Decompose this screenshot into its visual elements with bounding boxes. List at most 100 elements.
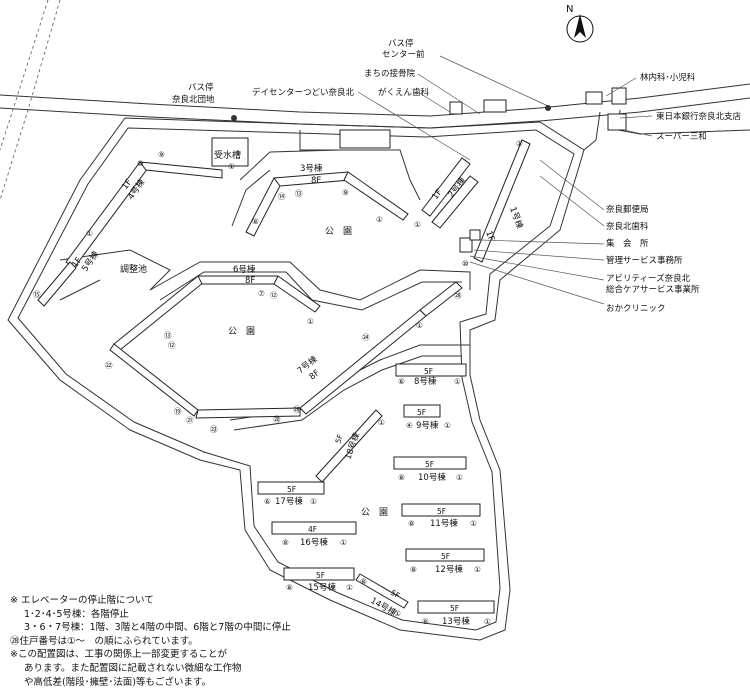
building-3-west <box>245 177 283 237</box>
building-12 <box>405 548 485 562</box>
label-bus-stop-danchi: バス停 奈良北団地 <box>172 82 216 105</box>
building-7-tail <box>419 281 463 317</box>
facility-rect-a <box>459 237 473 253</box>
note-line: 3・6・7号棟：1階、3階と4階の中間、6階と7階の中間に停止 <box>24 622 291 634</box>
unit-number: ① <box>516 139 523 148</box>
building-6-west <box>113 275 205 351</box>
unit-number: ⑩ <box>462 259 469 268</box>
top-labels: バス停 奈良北団地 デイセンターつどい奈良北 バス停 センター前 まちの接骨院 … <box>172 38 742 142</box>
label-building-11-floor: 5F <box>437 507 446 516</box>
unit-number: ㉘ <box>454 291 462 300</box>
label-post-office: 奈良郵便局 <box>606 204 649 215</box>
building-4-wing <box>138 161 223 179</box>
building-5 <box>37 261 77 307</box>
unit-number: ① <box>414 220 421 229</box>
unit-number: ① <box>474 565 481 574</box>
building-7-mid <box>195 407 301 419</box>
label-building-14-floor: 5F <box>389 588 401 600</box>
unit-number: ⑫ <box>270 291 278 300</box>
building-6-top <box>197 275 279 285</box>
building-13 <box>417 600 495 614</box>
unit-number: ① <box>444 421 451 430</box>
note-line: 1･2･4･5号棟：各階停止 <box>24 608 129 620</box>
note-line: ※ エレベーターの停止階について <box>10 595 154 606</box>
label-building-8-floor: 5F <box>424 367 433 376</box>
unit-number: ㉓ <box>210 425 218 434</box>
unit-number-markers: ① ⑨ ⑩ ① ⑮ ⑭ ⑬ ⑨ ① ⑧ ⑦ ⑫ ① ⑬ ⑫ ㉒ ⑲ ㉑ ㉓ ⑳ … <box>33 139 523 626</box>
building-3-east <box>343 171 409 221</box>
note-line: ※この配置図は、工事の関係上一部変更することが <box>10 649 227 661</box>
label-building-6: 6号棟 <box>233 264 256 275</box>
label-management-office: 管理サービス事務所 <box>606 255 683 266</box>
water-tank-block <box>211 137 249 167</box>
unit-number: ⑥ <box>398 377 405 386</box>
offsite-d <box>611 87 627 105</box>
unit-number: ⑩ <box>137 159 144 168</box>
label-building-9-floor: 5F <box>417 408 426 417</box>
unit-number: ㉑ <box>186 416 194 425</box>
label-building-17: 17号棟 <box>275 496 303 507</box>
building-14 <box>355 573 409 609</box>
label-building-11: 11号棟 <box>430 518 458 529</box>
unit-number: ④ <box>406 421 413 430</box>
buildings-layer <box>37 87 627 614</box>
label-building-10-floor: 5F <box>425 460 434 469</box>
building-2-lower <box>431 175 479 229</box>
unit-number: ⑧ <box>410 565 417 574</box>
facility-labels: 受水槽 調整池 公 園 公 園 公 園 <box>120 149 388 518</box>
unit-number: ① <box>340 538 347 547</box>
label-building-1-floor: 1F <box>483 230 496 243</box>
label-building-15: 15号棟 <box>308 582 336 593</box>
unit-number: ① <box>228 162 235 171</box>
label-water-tank: 受水槽 <box>214 149 241 161</box>
building-1 <box>473 139 531 263</box>
label-building-13: 13号棟 <box>442 616 470 627</box>
bus-stop-icon <box>231 115 237 121</box>
unit-number: ① <box>454 377 461 386</box>
facility-rect-b <box>469 229 481 241</box>
unit-number: ① <box>307 317 314 326</box>
label-building-6-floor: 8F <box>245 276 255 286</box>
offsite-e <box>607 113 627 131</box>
label-building-10: 10号棟 <box>418 472 446 483</box>
building-2 <box>421 157 471 217</box>
unit-number: ⑧ <box>286 583 293 592</box>
note-line: や高低差(階段･擁壁･法面)等もございます。 <box>24 676 211 688</box>
right-labels: 奈良郵便局 奈良北歯科 集 会 所 管理サービス事務所 アビリティーズ奈良北 総… <box>606 204 700 314</box>
offsite-c <box>585 91 603 105</box>
label-park-lower: 公 園 <box>361 507 388 518</box>
unit-number: ① <box>310 497 317 506</box>
label-pediatrics: 林内科･小児科 <box>640 72 696 83</box>
label-dental-gakuen: がくえん歯科 <box>378 87 430 98</box>
unit-number: ㉒ <box>105 361 113 370</box>
label-clinic: おかクリニック <box>606 304 666 314</box>
unit-number: ① <box>394 609 401 618</box>
unit-number: ⑨ <box>158 150 165 159</box>
label-bus-stop-center: バス停 センター前 <box>382 38 425 60</box>
unit-number: ① <box>378 418 385 427</box>
bus-stop-icon <box>545 105 551 111</box>
unit-number: ① <box>376 215 383 224</box>
label-building-7-floor: 8F <box>308 368 322 382</box>
label-nara-kita-dental: 奈良北歯科 <box>606 221 649 232</box>
unit-number: ⑧ <box>282 538 289 547</box>
label-building-16-floor: 4F <box>308 525 317 534</box>
unit-number: ① <box>346 583 353 592</box>
label-building-3-floor: 8F <box>311 176 321 186</box>
label-building-9: 9号棟 <box>416 420 439 431</box>
roads <box>0 0 750 641</box>
note-line: ㉘住戸番号は①～ の順にふられています。 <box>10 635 198 647</box>
building-8 <box>395 363 467 377</box>
unit-number: ① <box>470 519 477 528</box>
unit-number: ⑦ <box>258 289 265 298</box>
label-building-1: 1号棟 <box>507 205 525 230</box>
offsite-a <box>449 101 463 115</box>
building-15 <box>283 567 355 581</box>
label-building-18-floor: 5F <box>333 433 345 445</box>
compass: N <box>566 4 594 43</box>
label-building-16: 16号棟 <box>300 537 328 548</box>
unit-number: ⑧ <box>398 473 405 482</box>
label-park-middle: 公 園 <box>228 326 255 337</box>
label-building-17-floor: 5F <box>287 485 296 494</box>
